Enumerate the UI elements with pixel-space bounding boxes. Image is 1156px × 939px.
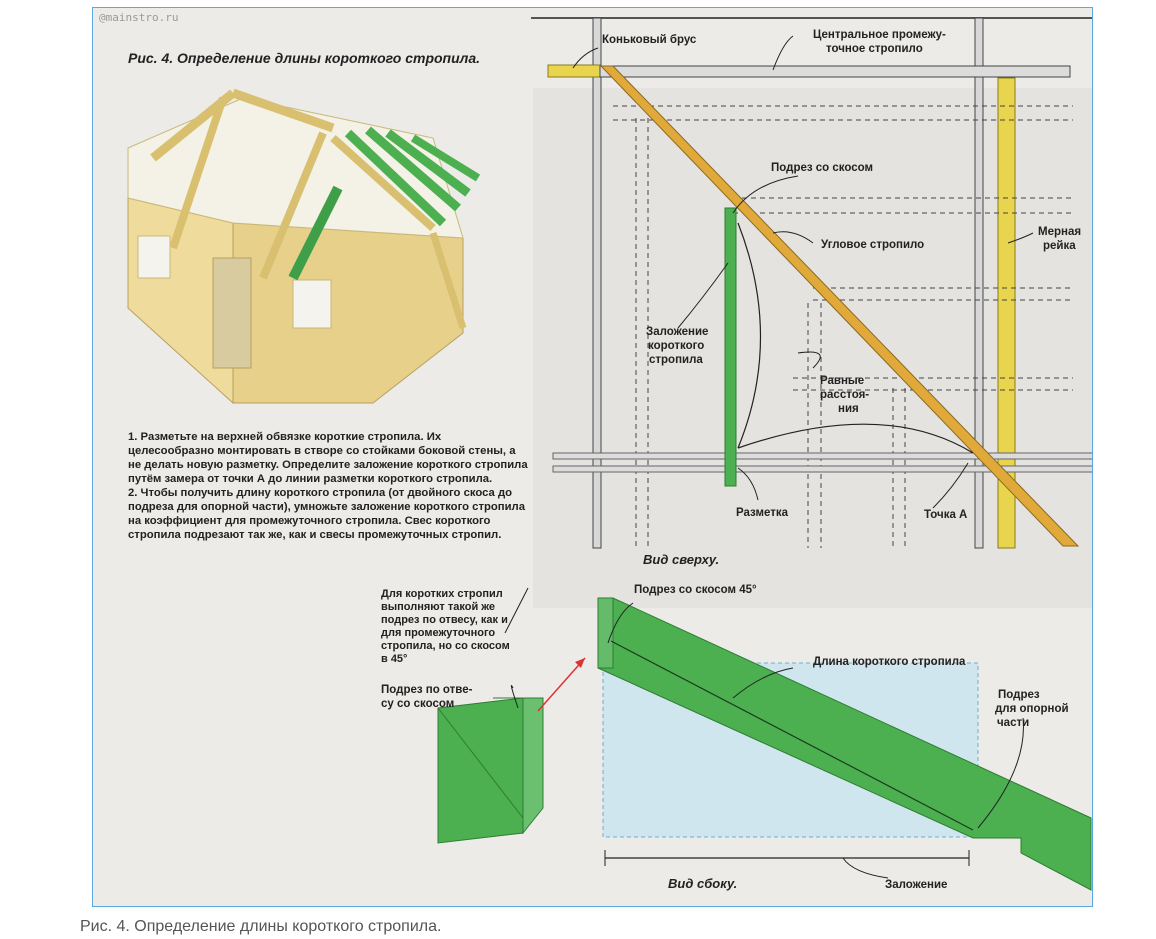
- step-2: 2. Чтобы получить длину короткого стропи…: [128, 487, 526, 541]
- side-view: [597, 597, 1092, 891]
- label-ridge: Коньковый брус: [602, 34, 697, 46]
- wall-plate-left: [592, 17, 602, 549]
- label-bevel45: Подрез со скосом 45°: [634, 584, 757, 596]
- label-run-side: Заложение: [885, 879, 947, 891]
- figure-drawing: Коньковый брус Центральное промежу- точн…: [127, 17, 1092, 891]
- figure-frame: @mainstro.ru Рис. 4. Определение длины к…: [92, 7, 1093, 907]
- label-support-1: Подрез: [998, 689, 1040, 701]
- watermark: @mainstro.ru: [99, 11, 179, 24]
- top-view: [531, 17, 1092, 549]
- label-run-2: короткого: [648, 340, 704, 352]
- side-view-label: Вид сбоку.: [668, 876, 737, 891]
- label-rod-2: рейка: [1043, 240, 1076, 252]
- label-equal-2: расстоя-: [820, 389, 869, 401]
- central-rafter: [599, 65, 1071, 78]
- dashed-rafters: [613, 105, 1073, 548]
- door: [212, 257, 252, 369]
- label-central-2: точное стропило: [826, 43, 923, 55]
- equal-arc: [737, 423, 974, 454]
- label-hip-rafter: Угловое стропило: [821, 239, 924, 251]
- short-rafter-side: [597, 597, 1092, 891]
- label-rod-1: Мерная: [1038, 226, 1081, 238]
- detail-label-1: Подрез по отве-: [381, 684, 473, 696]
- label-equal-1: Равные: [820, 375, 864, 387]
- detail-label-2: су со скосом: [381, 698, 454, 710]
- house-front-wall: [232, 222, 464, 404]
- label-support-2: для опорной: [995, 703, 1069, 715]
- run-arc: [737, 222, 762, 449]
- label-run-1: Заложение: [646, 326, 708, 338]
- leader-lines: [572, 35, 1034, 509]
- short-rafter-top: [724, 207, 737, 487]
- measuring-rod: [997, 77, 1016, 549]
- wall-post: [429, 231, 467, 330]
- hip-rafter-5: [330, 135, 436, 231]
- detail-arrow: [537, 657, 586, 712]
- image-caption: Рис. 4. Определение длины короткого стро…: [80, 918, 442, 935]
- figure-title: Рис. 4. Определение длины короткого стро…: [128, 50, 481, 66]
- instructions: 1. Разметьте на верхней обвязке короткие…: [128, 430, 528, 542]
- label-run-3: стропила: [649, 354, 703, 366]
- label-central-1: Центральное промежу-: [813, 29, 946, 41]
- window-front: [292, 279, 332, 329]
- hip-rafter-3: [169, 96, 227, 250]
- detail-front: [437, 697, 524, 844]
- label-point-a: Точка А: [924, 509, 967, 521]
- house-illustration: [127, 88, 481, 405]
- detail-cut: [437, 587, 586, 844]
- label-bevel-cut: Подрез со скосом: [771, 162, 873, 174]
- wall-plate-right: [974, 17, 984, 549]
- length-dimension: [610, 640, 974, 831]
- label-equal-3: ния: [838, 403, 859, 415]
- label-marking: Разметка: [736, 507, 789, 519]
- step-1: 1. Разметьте на верхней обвязке короткие…: [128, 431, 528, 485]
- hip-rafter-2: [231, 88, 335, 133]
- label-support-3: части: [997, 717, 1029, 729]
- top-plate: [552, 452, 1092, 460]
- note-text: Для коротких стропил выполняют такой же …: [381, 588, 510, 665]
- label-length: Длина короткого стропила: [813, 656, 966, 668]
- top-view-label: Вид сверху.: [643, 552, 719, 567]
- hip-rafter: [599, 65, 1080, 547]
- short-rafters-green: [288, 126, 481, 281]
- window-left: [137, 235, 171, 279]
- hip-rafter-4: [259, 131, 327, 280]
